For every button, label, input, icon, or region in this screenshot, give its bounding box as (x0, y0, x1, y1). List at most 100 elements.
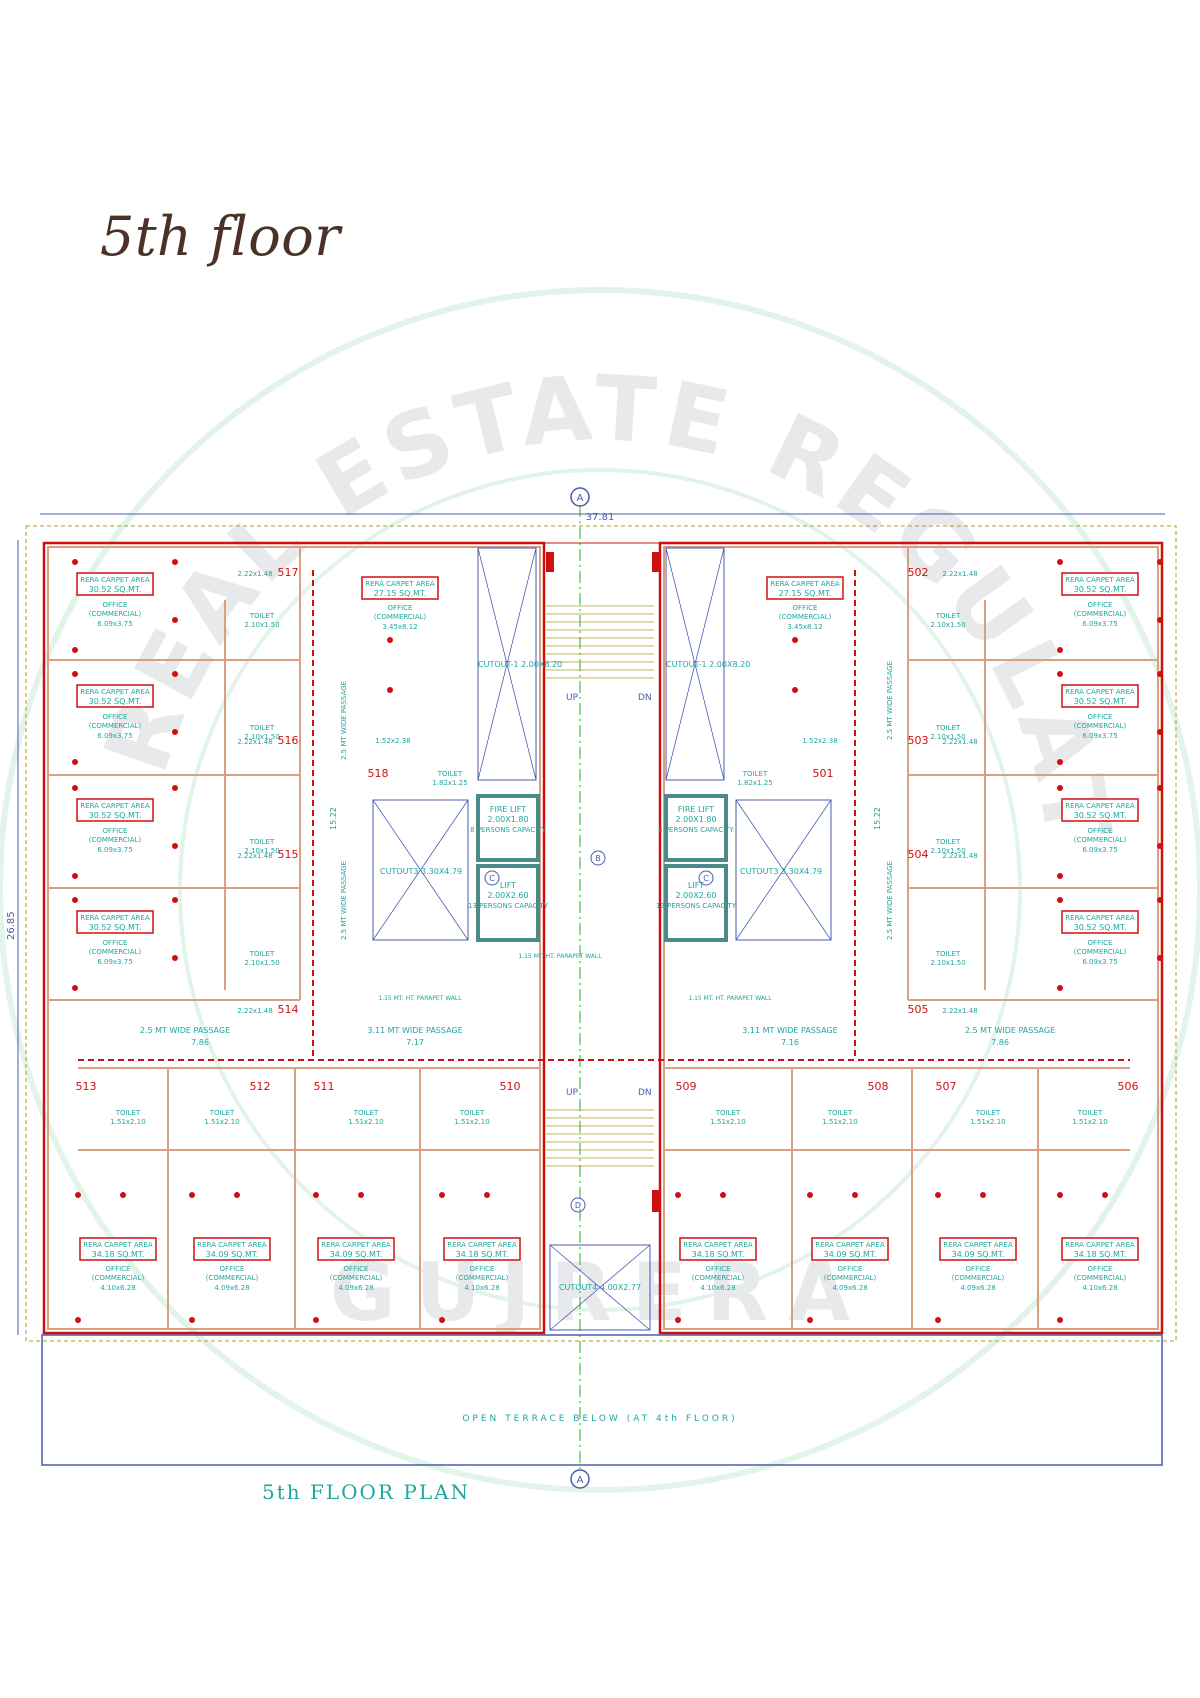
unit-517-number: 517 (278, 566, 299, 579)
unit-502-toilet: TOILET (935, 612, 961, 620)
unit-515-balcony: 2.22x1.48 (237, 852, 272, 860)
unit-515-office: OFFICE (103, 827, 128, 835)
unit-503-toilet: TOILET (935, 724, 961, 732)
unit-507-office: OFFICE (966, 1265, 991, 1273)
unit-507-commercial: (COMMERCIAL) (952, 1274, 1005, 1282)
unit-506-rera-box (1061, 1237, 1139, 1261)
unit-504-area: 30.52 SQ.MT. (1074, 811, 1127, 820)
unit-507-rera-label: RERA CARPET AREA (943, 1241, 1013, 1249)
marker-b (590, 850, 606, 866)
marker-d-label: D (575, 1201, 581, 1210)
unit-504-commercial: (COMMERCIAL) (1074, 836, 1127, 844)
unit-515-toilet-size: 2.10x1.50 (244, 847, 279, 855)
unit-510-rera-label: RERA CARPET AREA (447, 1241, 517, 1249)
unit-518-size: 3.45x8.12 (382, 623, 417, 631)
stair2-dn-label: DN (638, 1088, 652, 1098)
unit-512-area: 34.09 SQ.MT. (206, 1250, 259, 1259)
unit-509-toilet: TOILET (715, 1109, 741, 1117)
unit-511-rera-box (317, 1237, 395, 1261)
left-top-wing (48, 547, 301, 1001)
fire-lift-right-size: 2.00X1.80 (675, 815, 716, 824)
unit-502-fixture-1 (1057, 559, 1063, 565)
unit-501-size: 3.45x8.12 (787, 623, 822, 631)
unit-502-fixture-3 (1157, 617, 1163, 623)
unit-512-fixture-1 (189, 1192, 195, 1198)
dim-786-left: 7.86 (191, 1038, 209, 1047)
unit-514-area: 30.52 SQ.MT. (89, 923, 142, 932)
unit-504-number: 504 (908, 848, 929, 861)
unit-503-fixture-2 (1157, 671, 1163, 677)
unit-518-number: 518 (368, 767, 389, 780)
unit-518-fixture-1 (387, 637, 393, 643)
unit-505-size: 6.09x3.75 (1082, 958, 1117, 966)
passage-right-label: 2.5 MT WIDE PASSAGE (965, 1026, 1055, 1035)
unit-502-toilet-size: 2.10x1.50 (930, 621, 965, 629)
unit-514-commercial: (COMMERCIAL) (89, 948, 142, 956)
unit-509-rera-label: RERA CARPET AREA (683, 1241, 753, 1249)
unit-508-commercial: (COMMERCIAL) (824, 1274, 877, 1282)
cutout4-label: CUTOUT4 4.00X2.77 (559, 1283, 641, 1292)
unit-503-fixture-3 (1157, 729, 1163, 735)
stair-up-label: UP (566, 693, 579, 703)
unit-513-toilet-size: 1.51x2.10 (110, 1118, 145, 1126)
page-title: 5th floor (100, 205, 341, 268)
unit-505-rera-box (1061, 910, 1139, 934)
unit-501-toilet-size: 1.82x1.25 (737, 779, 772, 787)
open-terrace: OPEN TERRACE BELOW (AT 4th FLOOR) (41, 1334, 1163, 1466)
unit-506-fixture-2 (1102, 1192, 1108, 1198)
unit-518-area: 27.15 SQ.MT. (374, 589, 427, 598)
unit-516-area: 30.52 SQ.MT. (89, 697, 142, 706)
unit-503-rera-box (1061, 684, 1139, 708)
passage-center-left-label: 3.11 MT WIDE PASSAGE (367, 1026, 462, 1035)
fire-lift-right: FIRE LIFT (678, 805, 714, 814)
unit-509-area: 34.18 SQ.MT. (692, 1250, 745, 1259)
dim-716: 7.16 (781, 1038, 799, 1047)
unit-508-area: 34.09 SQ.MT. (824, 1250, 877, 1259)
marker-c-left-label: C (489, 874, 495, 883)
unit-501-rera-box (766, 576, 844, 600)
unit-516-rera-box (76, 684, 154, 708)
unit-516-fixture-4 (72, 759, 78, 765)
unit-518-fixture-2 (387, 687, 393, 693)
unit-511-toilet: TOILET (353, 1109, 379, 1117)
floor-plan-caption: 5th FLOOR PLAN (262, 1480, 471, 1504)
unit-506-fixture-3 (1057, 1317, 1063, 1323)
unit-513-commercial: (COMMERCIAL) (92, 1274, 145, 1282)
unit-514-fixture-3 (172, 955, 178, 961)
unit-511-area: 34.09 SQ.MT. (330, 1250, 383, 1259)
unit-510-fixture-2 (484, 1192, 490, 1198)
unit-511-size: 4.09x6.28 (338, 1284, 373, 1292)
passage-vertical-left-1: 2.5 MT WIDE PASSAGE (340, 681, 348, 760)
unit-505-commercial: (COMMERCIAL) (1074, 948, 1127, 956)
unit-504-fixture-4 (1057, 873, 1063, 879)
unit-512-number: 512 (250, 1080, 271, 1093)
unit-507-number: 507 (936, 1080, 957, 1093)
unit-516-rera-label: RERA CARPET AREA (80, 688, 150, 696)
unit-513-fixture-3 (75, 1317, 81, 1323)
unit-517-fixture-4 (72, 647, 78, 653)
unit-505-toilet: TOILET (935, 950, 961, 958)
cutout1-right-label: CUTOUT-1 2.00X8.20 (666, 660, 750, 669)
unit-507-fixture-3 (935, 1317, 941, 1323)
right-top-wing (907, 547, 1158, 1001)
unit-513-size: 4.10x6.28 (100, 1284, 135, 1292)
cutout3-right-label: CUTOUT3 3.30X4.79 (740, 867, 822, 876)
unit-513-rera-box (79, 1237, 157, 1261)
unit-508-rera-label: RERA CARPET AREA (815, 1241, 885, 1249)
unit-507-fixture-1 (935, 1192, 941, 1198)
unit-512-toilet-size: 1.51x2.10 (204, 1118, 239, 1126)
unit-514-size: 6.09x3.75 (97, 958, 132, 966)
unit-505-number: 505 (908, 1003, 929, 1016)
unit-501-fixture-2 (792, 687, 798, 693)
unit-505-rera-label: RERA CARPET AREA (1065, 914, 1135, 922)
section-marker-bottom-label: A (577, 1475, 584, 1486)
unit-507-rera-box (939, 1237, 1017, 1261)
unit-514-office: OFFICE (103, 939, 128, 947)
unit-506-commercial: (COMMERCIAL) (1074, 1274, 1127, 1282)
unit-504-fixture-3 (1157, 843, 1163, 849)
unit-501-rera-label: RERA CARPET AREA (770, 580, 840, 588)
unit-503-balcony: 2.22x1.48 (942, 738, 977, 746)
unit-517-size: 6.09x3.75 (97, 620, 132, 628)
